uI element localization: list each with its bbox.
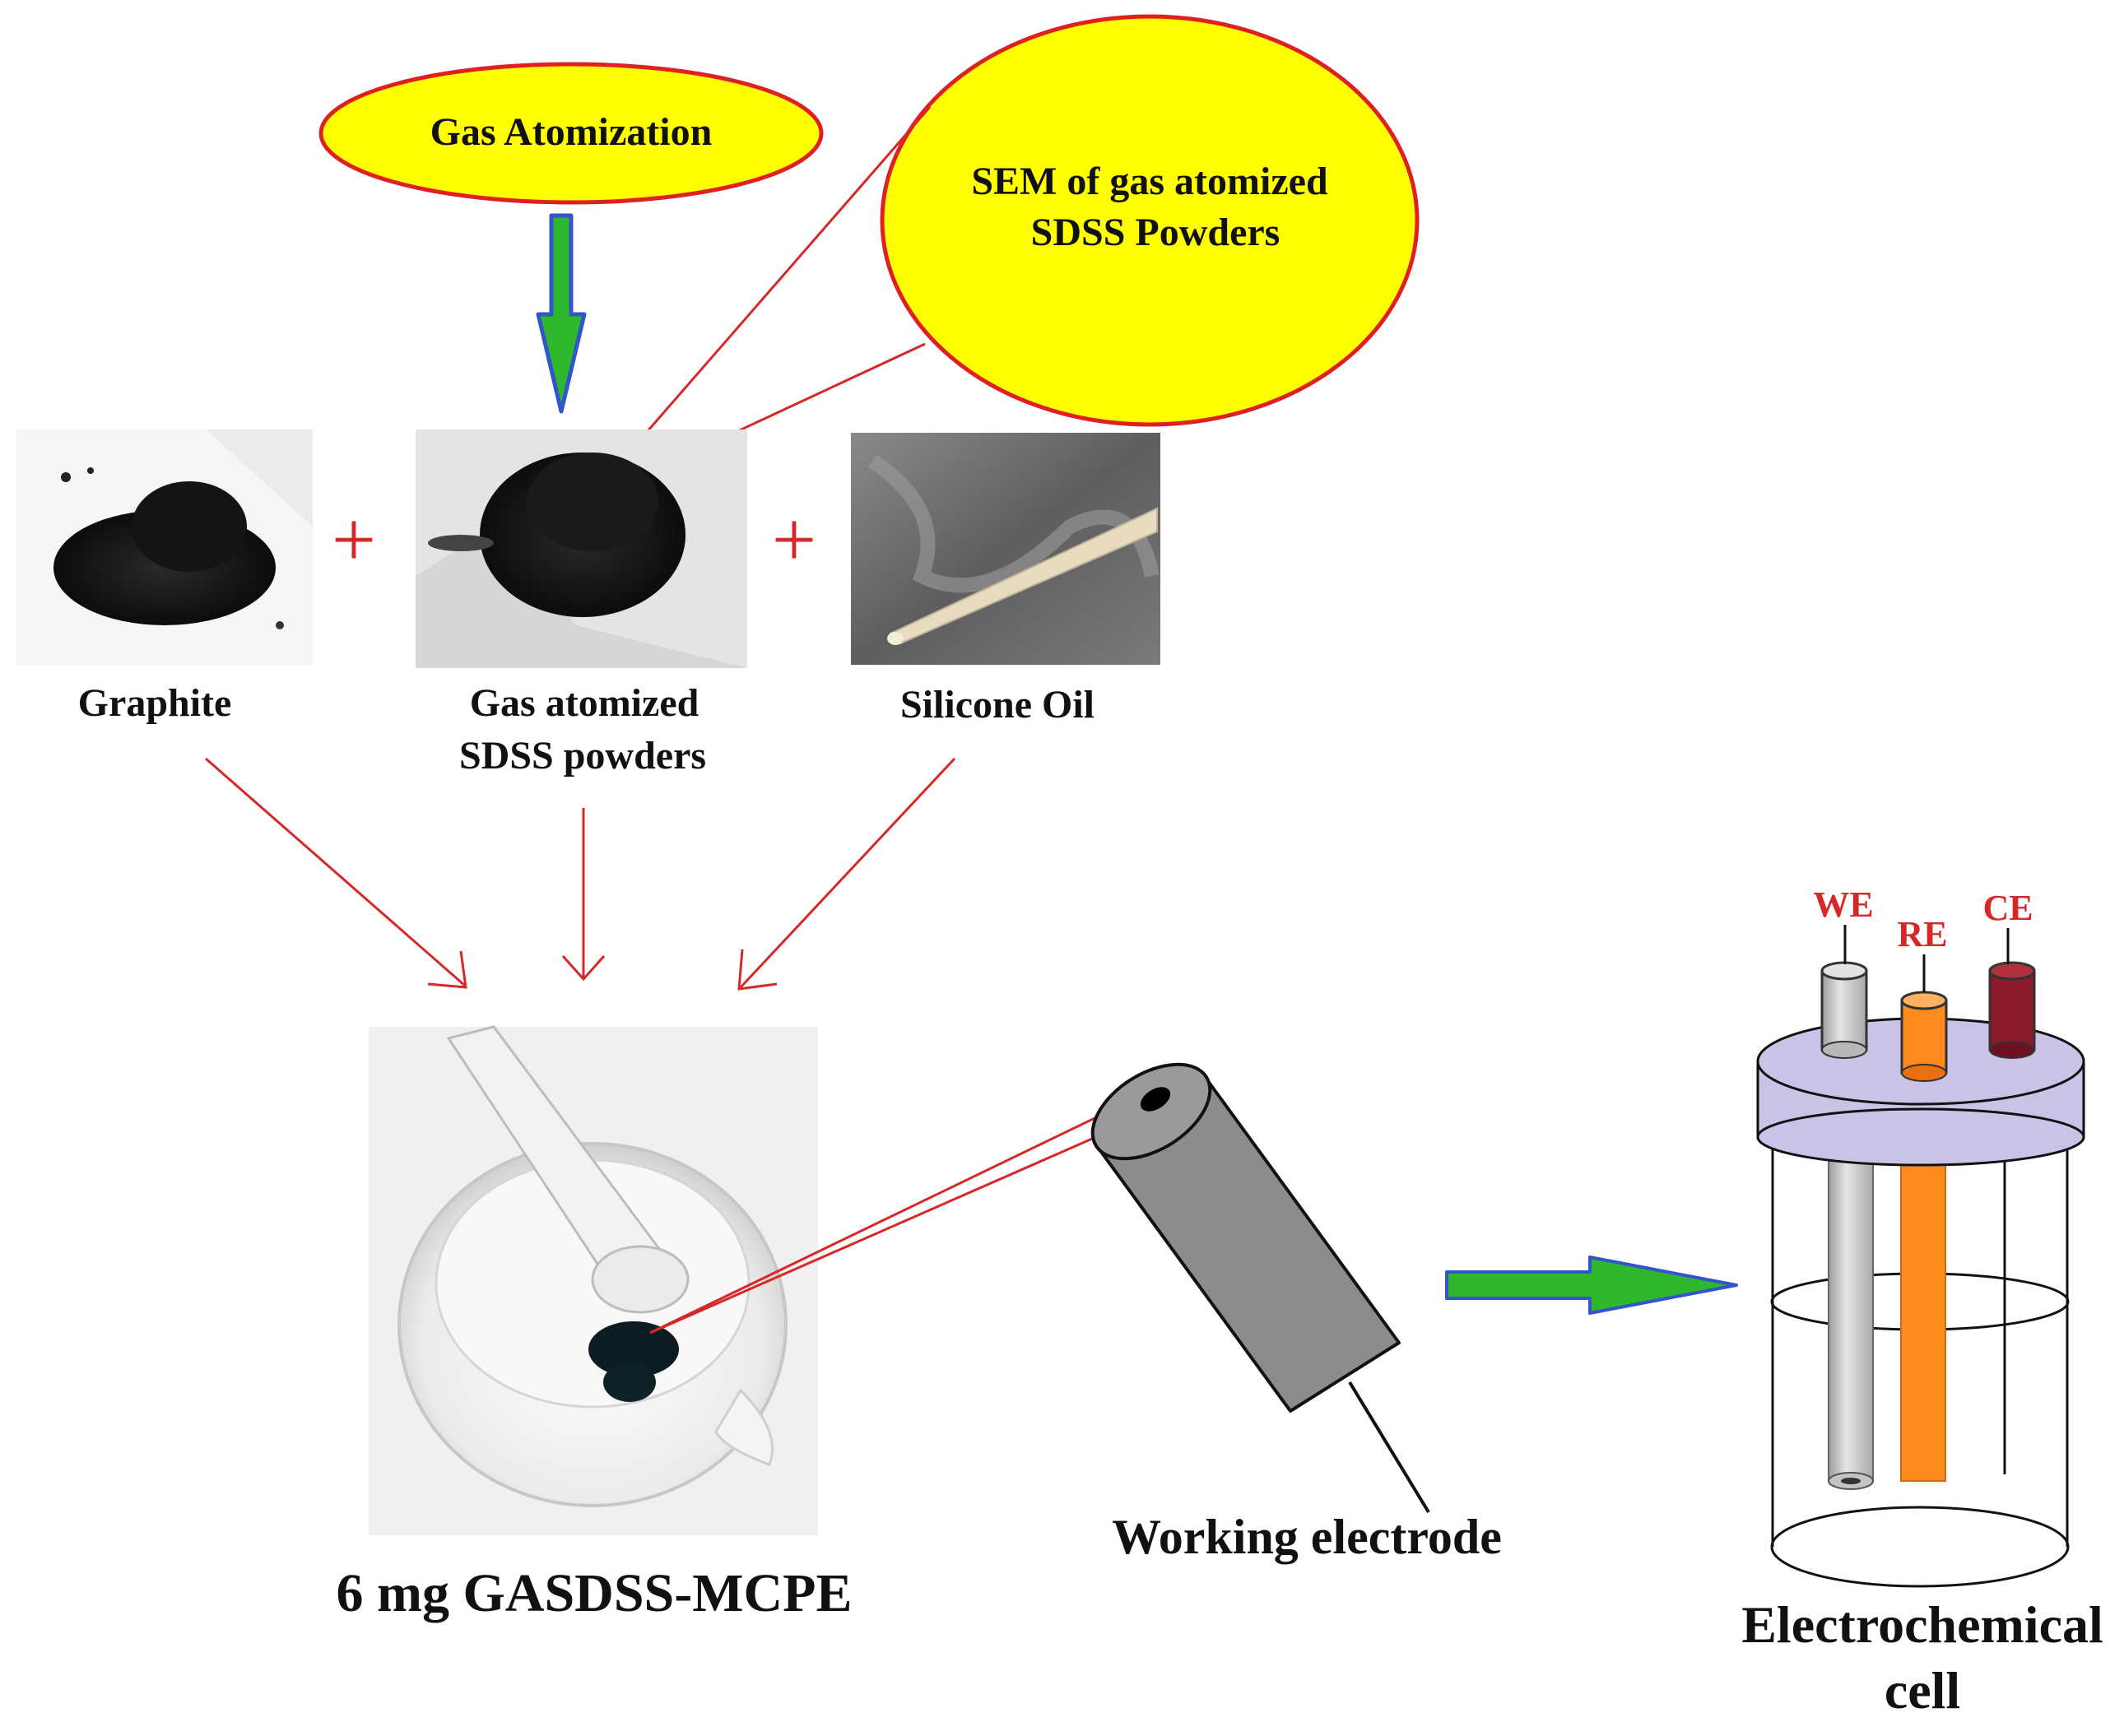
we-label: WE xyxy=(1813,884,1873,925)
silicone-oil-photo xyxy=(851,433,1160,665)
sem-label-line1: SEM of gas atomized xyxy=(971,160,1328,203)
sem-ellipse: SEM of gas atomized SDSS Powders xyxy=(880,14,1420,427)
gas-atomization-ellipse: Gas Atomization xyxy=(318,62,824,205)
red-arrows-to-mortar xyxy=(205,757,956,991)
gas-atomized-label-line2: SDSS powders xyxy=(459,734,706,777)
gas-atomized-label-line1: Gas atomized xyxy=(470,681,699,725)
plus-sign-2: + xyxy=(772,495,816,583)
sem-label-line2: SDSS Powders xyxy=(1031,211,1280,254)
product-label: 6 mg GASDSS-MCPE xyxy=(336,1563,852,1623)
plus-sign-1: + xyxy=(332,495,376,583)
sdss-powder-photo xyxy=(416,429,747,668)
working-electrode xyxy=(1090,1062,1430,1514)
gas-atomization-label: Gas Atomization xyxy=(430,110,713,154)
electrochemical-cell xyxy=(1756,925,2085,1588)
working-electrode-label: Working electrode xyxy=(1112,1510,1502,1564)
mortar-pestle-photo xyxy=(369,1025,818,1535)
electrochemical-label-line2: cell xyxy=(1885,1661,1960,1720)
electrochemical-label-line1: Electrochemical xyxy=(1741,1595,2103,1654)
re-label: RE xyxy=(1897,914,1947,954)
ce-label: CE xyxy=(1982,888,2033,928)
electrode-callout-lines xyxy=(649,1097,1153,1334)
graphite-photo xyxy=(16,429,313,665)
green-right-arrow xyxy=(1445,1256,1738,1315)
green-down-arrow xyxy=(536,213,587,414)
graphite-label: Graphite xyxy=(78,681,232,725)
silicone-oil-label: Silicone Oil xyxy=(900,683,1095,726)
